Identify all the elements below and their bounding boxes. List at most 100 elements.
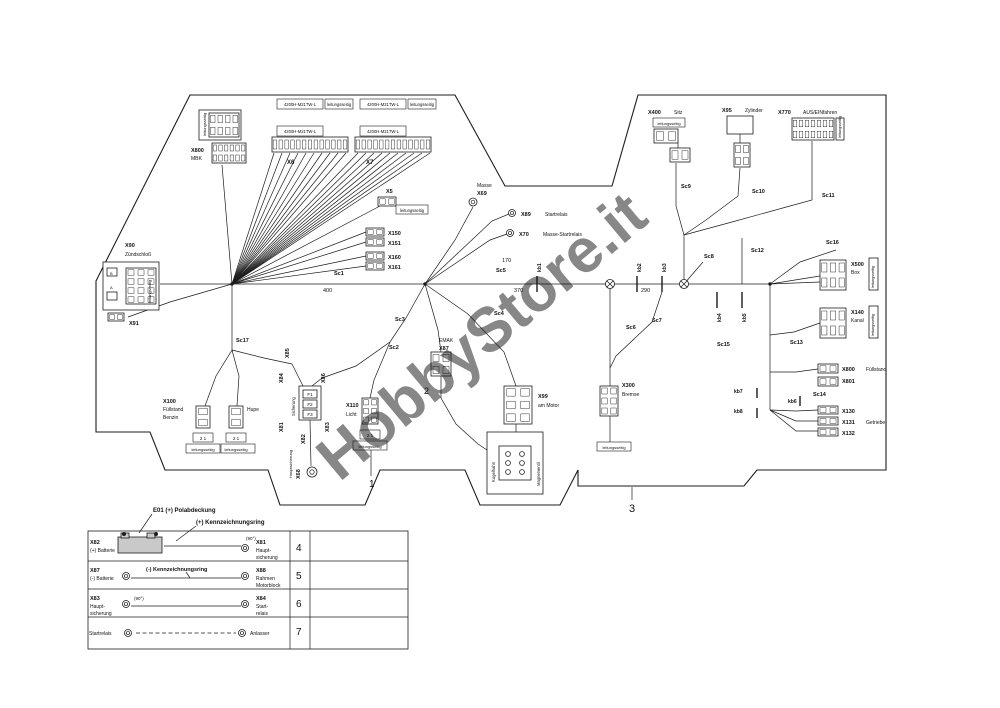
pin [232,115,238,123]
label-sc9: Sc9 [681,184,691,190]
wire [231,231,367,285]
pin [363,416,369,423]
ring-x70 [508,231,512,235]
pin [235,154,240,162]
pin [520,388,530,397]
label-x82: X82 [301,434,307,444]
label-x69: X69 [477,191,487,197]
pin [506,400,516,410]
pin [432,354,440,362]
wire [424,283,517,387]
label-emak: EMAK [439,338,454,344]
label-frame [220,443,256,454]
connector-x150 [365,227,385,237]
pin [668,131,676,141]
label-leitungsseitig: leitungsseitig [327,102,352,107]
label-hauptsicherung: Hauptsicherung [288,450,293,478]
pin [656,131,664,141]
label-f3: F3 [307,412,313,417]
label-x131: X131 [842,420,855,426]
pin [601,407,608,415]
pin [822,119,828,128]
wire [424,213,510,285]
pin [147,287,155,294]
label-sc15: Sc15 [717,342,730,348]
pin [838,262,845,273]
pin [147,296,155,303]
pin [302,139,307,150]
label-mbk: MBK [191,156,203,162]
pin [821,310,828,321]
label-x68: X68 [296,469,302,479]
ring-x89 [510,211,514,215]
pin [821,277,828,288]
label-kugelhahn: Kugelhahn [491,461,496,482]
label-f1: F1 [307,392,313,397]
pin [367,263,374,269]
label-290: 290 [641,288,650,294]
pin [838,325,845,336]
pin [210,127,216,135]
label-kb7: kb7 [734,389,743,395]
pin [819,418,827,424]
pin [225,115,231,123]
connector-x131 [817,416,839,426]
valve-inner [498,445,532,481]
label--batterie: (-) Batterie [90,576,114,582]
connector-x132 [817,427,839,437]
strip-x140 [868,305,879,339]
label-x83: X83 [325,422,331,432]
pin [414,139,419,150]
label-sc3: Sc3 [395,317,405,323]
pin [127,287,135,294]
pin [385,139,390,150]
label--90-: (90°) [246,536,256,541]
pin [231,407,241,416]
label-sicherung: sicherung [90,611,112,617]
label-x83: X83 [90,596,100,602]
pin [367,229,374,235]
wire [231,152,315,285]
pin [610,407,617,415]
pin [225,127,231,135]
label-370: 370 [514,288,523,294]
pin [829,429,837,435]
label-frame [359,98,407,110]
label-frame [359,429,381,440]
label-x100: X100 [163,399,176,405]
pin [241,154,246,162]
pin-symbol [505,451,511,457]
label-bremse: Bremse [622,392,639,398]
pin [371,399,377,406]
label-2-1: 2 1 [367,433,374,438]
dot-symbol [154,532,158,536]
label-leitungsseitig: leitungsseitig [602,445,625,450]
pin [224,154,229,162]
pin [828,119,834,128]
label-leitungsseitig: leitungsseitig [358,444,381,449]
pin [361,139,366,150]
pin [829,407,837,413]
label-x801: X801 [842,379,855,385]
label-x130: X130 [842,409,855,415]
pin [367,239,374,245]
wire [231,241,367,285]
pin [822,130,828,139]
label-x110: X110 [346,403,359,409]
wire [221,164,233,285]
label-frame [596,441,632,452]
wire [311,377,323,387]
label-x140: X140 [851,310,864,316]
pin [272,139,277,150]
pin [117,314,123,320]
pin [420,139,425,150]
pin [388,198,395,205]
label--kennzeichnungsring: (-) Kennzeichnungsring [146,567,207,573]
pin [681,150,689,160]
pin [798,119,804,128]
wire [769,275,821,285]
pin [804,130,810,139]
pin [147,278,155,285]
wire [369,341,391,399]
wire [231,349,293,365]
